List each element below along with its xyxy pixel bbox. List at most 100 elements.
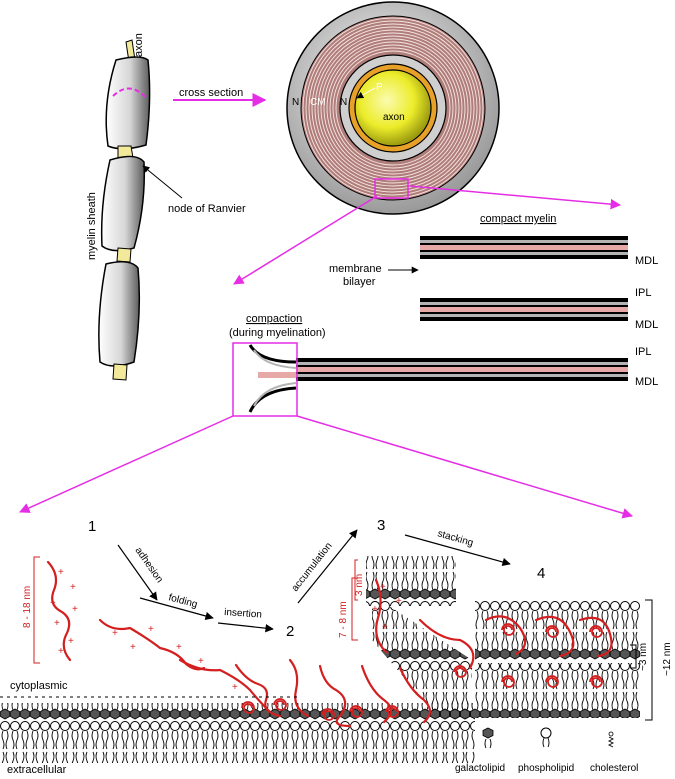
compaction-ipl-top xyxy=(253,349,297,369)
myelin-ring xyxy=(311,26,475,190)
p-pointer xyxy=(356,87,376,99)
insertion-label: insertion xyxy=(224,607,262,621)
galactolipid-tails xyxy=(484,738,492,749)
protein-coil xyxy=(349,705,363,718)
phospholipid-label: phospholipid xyxy=(518,763,574,774)
cross-section xyxy=(286,1,500,215)
plus-sign: + xyxy=(54,618,60,629)
myelin-band xyxy=(420,245,628,250)
protein-chain xyxy=(178,658,272,714)
myelin-band xyxy=(420,317,628,321)
plus-sign: + xyxy=(130,642,136,653)
step-2: 2 xyxy=(286,623,294,640)
myelin-ring xyxy=(332,47,454,169)
myelin-band xyxy=(420,305,628,307)
bracket-3nm xyxy=(354,559,358,601)
protein-coil xyxy=(589,625,603,638)
mdl-label-3: MDL xyxy=(635,376,658,388)
folding-arrow xyxy=(139,597,214,621)
axon-label-center: axon xyxy=(383,112,405,123)
protein-coil xyxy=(321,708,335,721)
dim-8-18: 8 - 18 nm xyxy=(22,586,33,628)
myelin-band xyxy=(420,252,628,255)
myelin-band xyxy=(420,240,628,243)
plus-sign: + xyxy=(72,604,78,615)
myelin-band xyxy=(420,314,628,317)
node-pointer-arrow xyxy=(142,165,183,199)
dim-7-8: 7 - 8 nm xyxy=(338,601,349,638)
myelin-band xyxy=(420,307,628,312)
dim-3: 3 nm xyxy=(354,574,365,596)
myelin-sheath-label: myelin sheath xyxy=(86,192,98,260)
myelin-ring xyxy=(323,38,463,178)
plus-sign: + xyxy=(58,646,64,657)
myelin-band xyxy=(420,302,628,305)
plus-sign: + xyxy=(68,636,74,647)
step-1: 1 xyxy=(88,518,96,535)
protein-chain xyxy=(418,618,475,670)
compaction-title: compaction xyxy=(246,313,302,325)
cut-line xyxy=(112,87,147,99)
protein-chain xyxy=(288,658,310,718)
myelin-band xyxy=(420,298,628,302)
bilayer-label: bilayer xyxy=(343,276,376,288)
plus-sign: + xyxy=(176,642,182,653)
stacking-label: stacking xyxy=(436,528,474,549)
protein-chain xyxy=(98,618,206,671)
mdl-label-2: MDL xyxy=(635,319,658,331)
phospholipid-tails xyxy=(542,737,550,748)
cholesterol-icon xyxy=(608,731,614,737)
cholesterol-label: cholesterol xyxy=(590,763,638,774)
bracket-8-18 xyxy=(33,556,40,664)
myelin-ring xyxy=(329,44,457,172)
adhesion-label: adhesion xyxy=(133,545,165,585)
protein-chain xyxy=(46,560,72,662)
protein-chain xyxy=(534,615,575,658)
protein-coil xyxy=(545,625,559,638)
myelinated-axon xyxy=(98,39,151,381)
myelin-band xyxy=(296,358,628,362)
cm-label: CM xyxy=(310,97,326,108)
plus-sign: + xyxy=(70,582,76,593)
n-label-right: N xyxy=(340,97,347,108)
protein-chain xyxy=(484,615,527,656)
stacking-arrow xyxy=(404,534,511,567)
myelin-ring xyxy=(317,32,469,184)
compact-myelin-title: compact myelin xyxy=(480,213,556,225)
extracellular-label: extracellular xyxy=(7,764,67,776)
cholesterol-rings xyxy=(607,736,615,748)
myelin-band xyxy=(420,236,628,240)
upper-bilayer xyxy=(366,556,640,720)
step-4: 4 xyxy=(537,565,545,582)
plus-sign: + xyxy=(50,598,56,609)
plus-sign: + xyxy=(396,596,402,607)
adhesion-arrow xyxy=(117,544,158,601)
protein-coil xyxy=(241,701,255,714)
protein-chain xyxy=(234,663,282,718)
myelin-band xyxy=(296,377,628,381)
lower-bilayer xyxy=(0,703,475,763)
protein-coil xyxy=(545,675,559,688)
plus-sign: + xyxy=(382,622,388,633)
protein-coil xyxy=(501,623,515,636)
compaction-ipl-bottom xyxy=(253,382,297,407)
protein-coil xyxy=(453,665,467,678)
accumulation-arrow xyxy=(297,529,358,604)
protein-chain xyxy=(578,616,613,658)
axon-core xyxy=(354,69,432,147)
myelin-segment-1 xyxy=(105,56,151,150)
dim-about-3: ~3 nm xyxy=(638,643,649,671)
charge-signs: +++++++++++++++++ xyxy=(50,567,402,693)
n-label-left: N xyxy=(292,97,299,108)
myelin-band xyxy=(420,255,628,259)
galactolipid-icon xyxy=(482,727,494,739)
compaction-membrane-top xyxy=(248,344,297,364)
protein-coil xyxy=(589,675,603,688)
plus-sign: + xyxy=(58,567,64,578)
plus-sign: + xyxy=(148,624,154,635)
stack-bottom-bilayer xyxy=(475,663,640,718)
axon-label-top: axon xyxy=(133,33,145,57)
galactolipid-label: galactolipid xyxy=(455,763,505,774)
step-3: 3 xyxy=(377,517,385,534)
mdl-label-1: MDL xyxy=(635,255,658,267)
